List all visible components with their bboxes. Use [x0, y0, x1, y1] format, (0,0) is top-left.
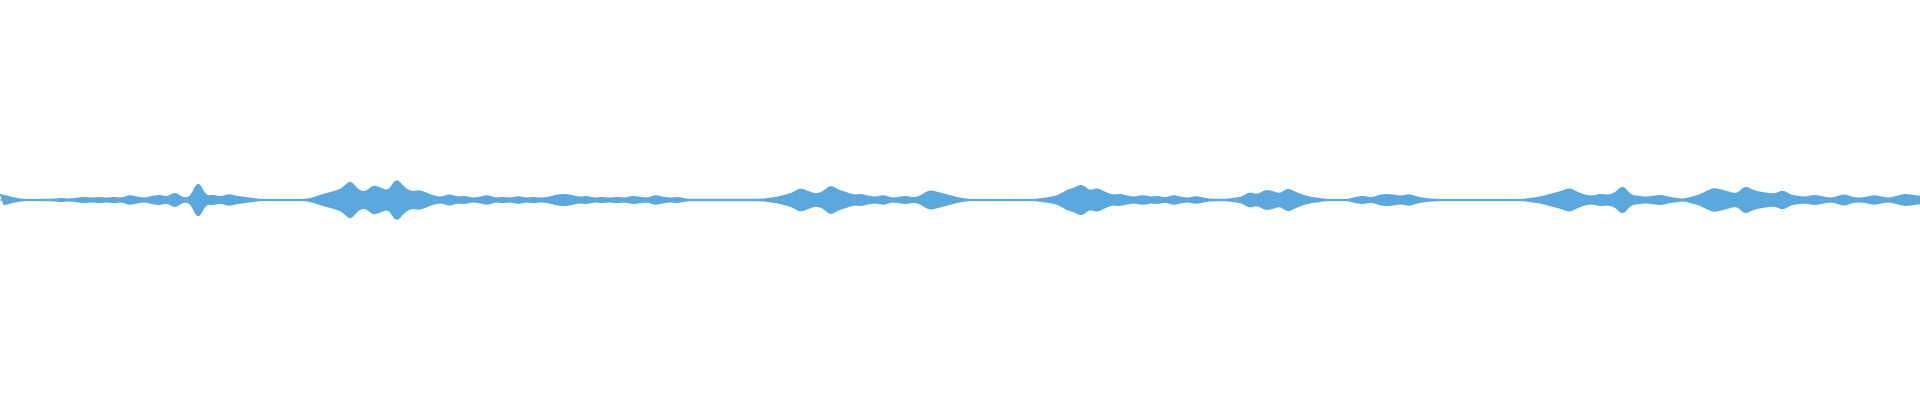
waveform-envelope: [0, 180, 1920, 220]
